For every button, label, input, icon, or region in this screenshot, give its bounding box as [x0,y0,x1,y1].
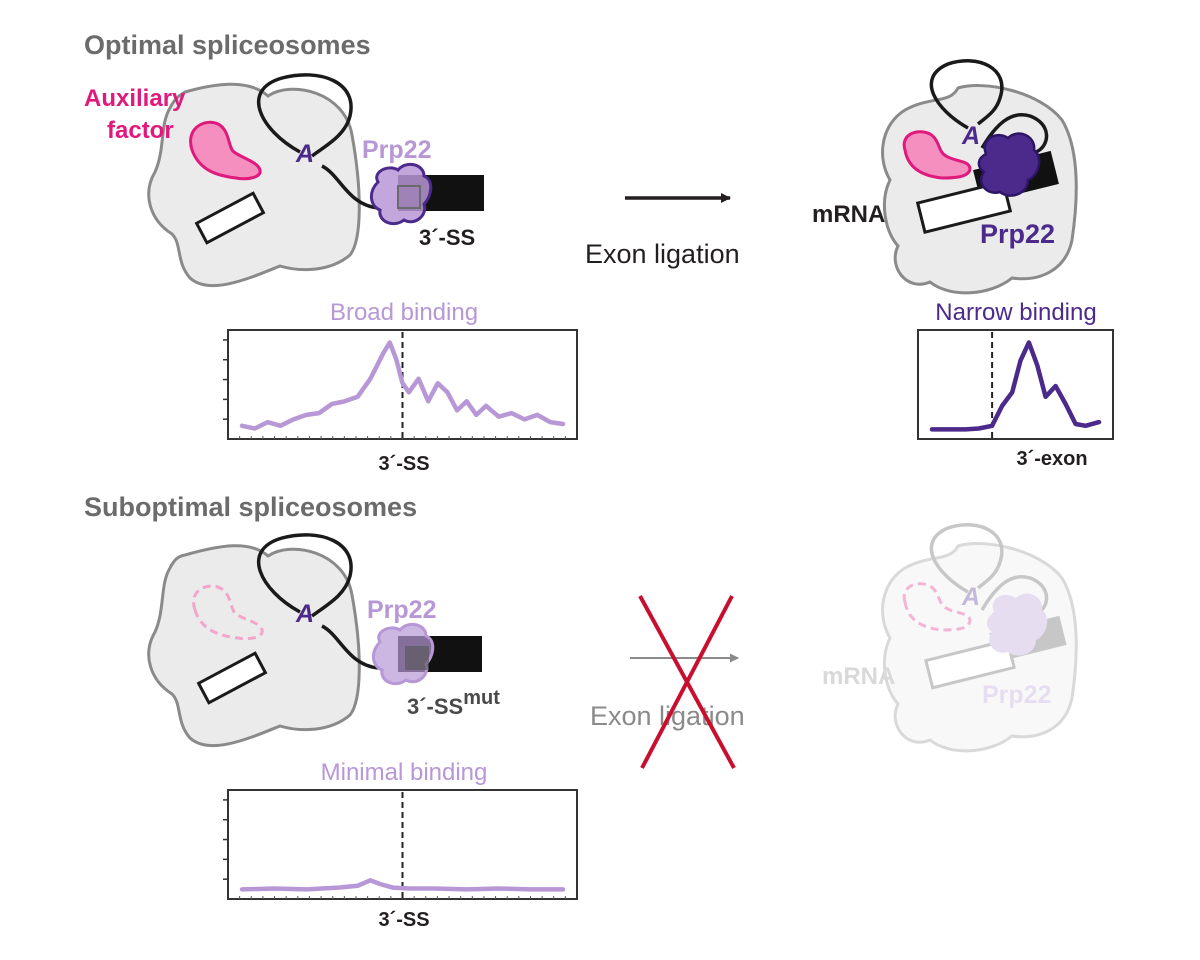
branch-point-a-after: A [961,122,980,150]
prp22-label-sub: Prp22 [367,596,436,624]
prp22-shape [370,162,433,226]
mrna-label-after: mRNA [812,201,885,228]
cross-line-2 [640,595,734,769]
ss-mut-base: 3´-SS [407,694,463,719]
faded-tail [980,575,1049,616]
prp22-after [977,132,1041,197]
x-axis-label: 3´-SS [378,909,429,931]
prp22-exon-overlap [397,185,421,209]
x-axis-label: 3´-SS [378,453,429,475]
intron-lariat [257,73,353,158]
intron-tail-sub [321,624,379,670]
binding-profile-line [929,340,1102,432]
faded-branch-a: A [961,583,980,611]
binding-profile-line [239,340,566,431]
auxiliary-factor-shape [189,120,262,181]
auxiliary-factor-absent [192,584,264,641]
prp22-label-after: Prp22 [980,219,1055,249]
optimal-title: Optimal spliceosomes [84,30,371,60]
plot-title: Broad binding [330,299,478,326]
faded-auxiliary [902,582,972,632]
exon-ligation-label: Exon ligation [585,239,740,269]
suboptimal-title: Suboptimal spliceosomes [84,492,417,522]
spliceosome-blob-sub [147,544,361,748]
binding-profile-line [239,878,566,892]
faded-spliceosome-after: A mRNA Prp22 [822,523,1078,753]
ss-mut-superscript: mut [463,687,500,709]
intron-lariat-sub [257,533,353,618]
faded-exon-black [989,615,1067,663]
faded-lariat [929,523,1004,594]
branch-point-a: A [295,140,314,168]
auxiliary-label-line1: Auxiliary [84,85,186,112]
intron-tail [321,164,379,210]
spliceosome-blob [147,82,361,288]
prp22-exon-overlap-sub [405,646,429,670]
faded-blob [881,542,1078,753]
x-axis-label: 3´-exon [1016,448,1087,470]
five-prime-exon-box [194,191,266,245]
plot-title: Minimal binding [321,759,488,786]
chart-narrow-binding: Narrow binding 3´-exon [917,299,1114,470]
chart-minimal-binding: Minimal binding 3´-SS [223,759,578,931]
ss-mut-label: 3´-SSmut [407,687,500,719]
plot-title: Narrow binding [935,299,1096,326]
five-prime-exon-box-sub [196,651,268,705]
auxiliary-label-line2: factor [107,117,174,144]
faded-mrna-label: mRNA [822,663,895,690]
faded-exon-white [924,638,1016,690]
branch-point-a-sub: A [295,600,314,628]
intron-tail-after [980,113,1049,154]
ss-label: 3´-SS [419,225,475,250]
chart-broad-binding: Broad binding 3´-SS [223,299,578,475]
faded-prp22-label: Prp22 [982,681,1051,709]
intron-lariat-after [929,59,1004,130]
prp22-label: Prp22 [362,136,431,164]
auxiliary-factor-after [902,130,972,180]
faded-prp22 [986,593,1048,656]
